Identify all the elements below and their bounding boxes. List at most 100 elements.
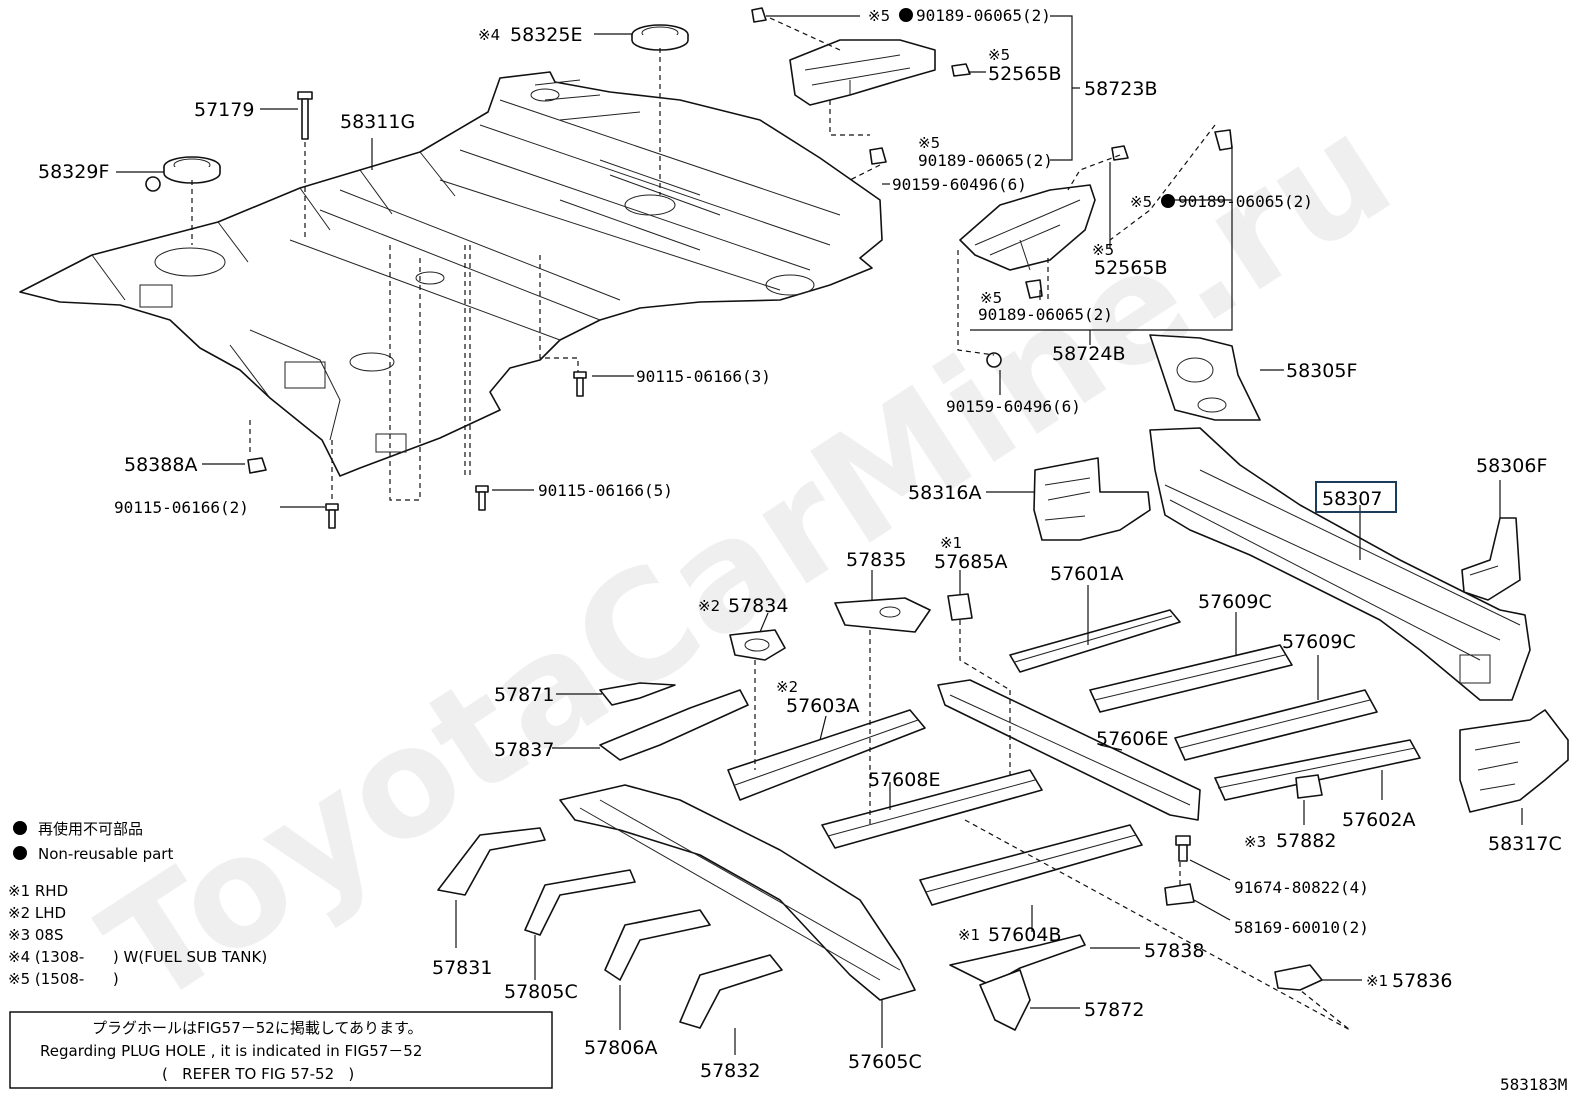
label-90189-right[interactable]: 90189-06065(2)	[1178, 192, 1313, 211]
label-57882[interactable]: 57882	[1276, 830, 1336, 852]
label-90159-b[interactable]: 90159-60496(6)	[946, 397, 1081, 416]
label-58311g[interactable]: 58311G	[340, 111, 415, 133]
bracket-57805c[interactable]	[524, 869, 636, 936]
label-58307[interactable]: 58307	[1322, 488, 1382, 510]
label-57603a[interactable]: 57603A	[786, 695, 859, 717]
label-58306f[interactable]: 58306F	[1476, 455, 1547, 477]
label-90189-low[interactable]: 90189-06065(2)	[978, 305, 1113, 324]
mark-90189-top: ※5	[868, 7, 890, 25]
label-58329f[interactable]: 58329F	[38, 161, 109, 183]
panel-58317c[interactable]	[1459, 709, 1569, 813]
bolt-90115-3[interactable]	[573, 371, 587, 397]
clip-90159-b[interactable]	[986, 352, 1002, 368]
bracket-57831[interactable]	[437, 827, 546, 896]
label-57601a[interactable]: 57601A	[1050, 563, 1123, 585]
crossmember-58724b[interactable]	[959, 184, 1096, 271]
label-57606e[interactable]: 57606E	[1096, 728, 1168, 750]
bolt-90115-2[interactable]	[325, 503, 339, 529]
nut-52565b-top[interactable]	[951, 63, 971, 77]
bracket-57872[interactable]	[979, 969, 1031, 1031]
bracket-57832[interactable]	[679, 954, 783, 1029]
label-90159-a[interactable]: 90159-60496(6)	[892, 175, 1027, 194]
bolt-90115-5[interactable]	[475, 485, 489, 511]
clip-low-90189[interactable]	[1025, 279, 1043, 299]
label-57685a[interactable]: 57685A	[934, 551, 1007, 573]
block-57882[interactable]	[1295, 774, 1323, 799]
label-58723b[interactable]: 58723B	[1084, 78, 1157, 100]
label-58388a[interactable]: 58388A	[124, 454, 197, 476]
label-57605c[interactable]: 57605C	[848, 1051, 922, 1073]
nut-52565b-mid[interactable]	[1111, 145, 1129, 161]
bolt-91674[interactable]	[1175, 835, 1191, 862]
clip-58388a[interactable]	[247, 457, 267, 474]
grommet-58325e[interactable]	[631, 24, 689, 51]
label-58316a[interactable]: 58316A	[908, 482, 981, 504]
label-52565b-mid[interactable]: 52565B	[1094, 257, 1167, 279]
clip-right-90189[interactable]	[1214, 129, 1233, 151]
label-57871[interactable]: 57871	[494, 684, 554, 706]
bolt-57179[interactable]	[297, 91, 313, 140]
label-58169[interactable]: 58169-60010(2)	[1234, 918, 1369, 937]
label-90115-5[interactable]: 90115-06166(5)	[538, 481, 673, 500]
label-57836[interactable]: 57836	[1392, 970, 1452, 992]
legend: 再使用不可部品 Non-reusable part ※1 RHD ※2 LHD …	[8, 820, 267, 988]
label-91674[interactable]: 91674-80822(4)	[1234, 878, 1369, 897]
mark-58325e: ※4	[478, 26, 500, 44]
label-57831[interactable]: 57831	[432, 957, 492, 979]
member-57608e[interactable]	[821, 769, 1043, 849]
label-57835[interactable]: 57835	[846, 549, 906, 571]
label-52565b-top[interactable]: 52565B	[988, 63, 1061, 85]
label-57179[interactable]: 57179	[194, 99, 254, 121]
label-57608e[interactable]: 57608E	[868, 769, 940, 791]
panel-58305f[interactable]	[1149, 334, 1261, 421]
clip-90159-mid[interactable]	[145, 176, 161, 192]
mark-57604b: ※1	[958, 926, 980, 944]
crossmember-58723b[interactable]	[789, 39, 936, 106]
label-57872[interactable]: 57872	[1084, 999, 1144, 1021]
pad-57834[interactable]	[729, 629, 786, 661]
member-57603a[interactable]	[727, 709, 926, 801]
label-57604b[interactable]: 57604B	[988, 924, 1061, 946]
label-58305f[interactable]: 58305F	[1286, 360, 1357, 382]
bracket-58306f[interactable]	[1461, 517, 1521, 601]
panel-58316a[interactable]	[1033, 457, 1151, 541]
member-57601a[interactable]	[1009, 609, 1181, 673]
floor-pan-58311g[interactable]	[19, 71, 883, 477]
bracket-57837[interactable]	[599, 689, 749, 761]
clip-top-90189[interactable]	[751, 7, 767, 23]
label-57832[interactable]: 57832	[700, 1060, 760, 1082]
label-90115-3[interactable]: 90115-06166(3)	[636, 367, 771, 386]
member-57606e[interactable]	[937, 679, 1201, 821]
label-58724b[interactable]: 58724B	[1052, 343, 1125, 365]
label-57834[interactable]: 57834	[728, 595, 788, 617]
label-57806a[interactable]: 57806A	[584, 1037, 657, 1059]
label-57602a[interactable]: 57602A	[1342, 809, 1415, 831]
label-90189-top[interactable]: 90189-06065(2)	[916, 6, 1051, 25]
member-57609c-a[interactable]	[1089, 644, 1293, 713]
clip-mid-90189[interactable]	[869, 147, 887, 165]
label-57609c-a[interactable]: 57609C	[1198, 591, 1272, 613]
mark-90189-right: ※5	[1130, 193, 1152, 211]
label-57837[interactable]: 57837	[494, 739, 554, 761]
bracket-57871[interactable]	[599, 682, 676, 706]
label-58317c[interactable]: 58317C	[1488, 833, 1562, 855]
bracket-57685a[interactable]	[947, 593, 973, 621]
bracket-57806a[interactable]	[604, 909, 711, 981]
label-57609c-b[interactable]: 57609C	[1282, 631, 1356, 653]
bracket-58169[interactable]	[1164, 883, 1195, 906]
mark-57685a: ※1	[940, 534, 962, 552]
member-57605c[interactable]	[559, 784, 916, 1001]
member-57604b[interactable]	[919, 824, 1143, 906]
pad-57836[interactable]	[1274, 964, 1323, 991]
label-90115-2[interactable]: 90115-06166(2)	[114, 498, 249, 517]
label-58325e[interactable]: 58325E	[510, 24, 582, 46]
label-57805c[interactable]: 57805C	[504, 981, 578, 1003]
legend-note-4: ※4 (1308- ) W(FUEL SUB TANK)	[8, 948, 267, 966]
grommet-58329f[interactable]	[163, 156, 221, 184]
bracket-57835[interactable]	[834, 597, 931, 633]
member-57609c-b[interactable]	[1174, 689, 1378, 761]
label-90189-mid[interactable]: 90189-06065(2)	[918, 151, 1053, 170]
label-57838[interactable]: 57838	[1144, 940, 1204, 962]
rear-crossmember-58307[interactable]	[1149, 427, 1531, 701]
member-57602a[interactable]	[1214, 739, 1421, 801]
